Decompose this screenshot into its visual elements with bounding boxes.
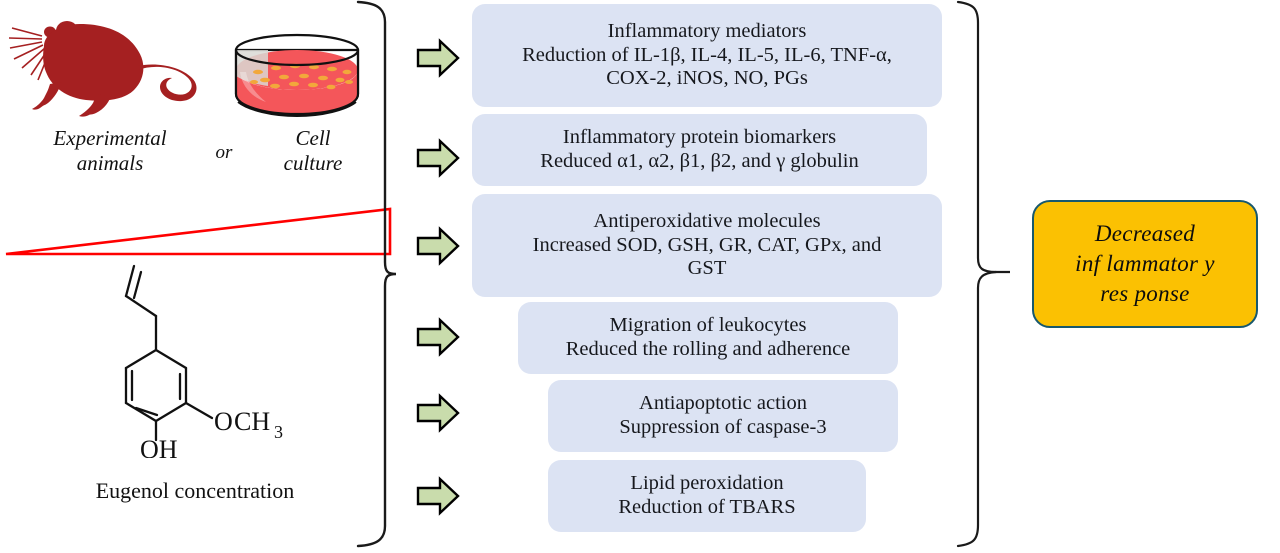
concentration-gradient-triangle-icon bbox=[0, 196, 400, 266]
pathway-box: Migration of leukocytes Reduced the roll… bbox=[518, 302, 898, 374]
or-label: or bbox=[215, 142, 233, 163]
left-grouping-brace bbox=[352, 0, 398, 548]
pathway-detail: Reduction of IL-1β, IL-4, IL-5, IL-6, TN… bbox=[522, 43, 892, 90]
eugenol-structure-icon: O CH 3 OH bbox=[100, 258, 320, 464]
right-arrow-icon bbox=[416, 393, 460, 433]
right-arrow-icon bbox=[416, 317, 460, 357]
pathway-title: Antiperoxidative molecules bbox=[593, 209, 821, 232]
outcome-box: Decreased inf lammator y res ponse bbox=[1032, 200, 1258, 328]
svg-text:CH: CH bbox=[234, 407, 270, 436]
pathway-detail: Increased SOD, GSH, GR, CAT, GPx, and GS… bbox=[532, 233, 882, 280]
right-arrow-icon bbox=[416, 226, 460, 266]
outcome-label: Decreased inf lammator y res ponse bbox=[1075, 221, 1215, 306]
pathway-detail: Reduction of TBARS bbox=[618, 496, 796, 518]
experimental-animals-label: Experimental animals bbox=[53, 126, 167, 175]
hydroxyl-label: OH bbox=[140, 435, 178, 458]
pathway-detail: Reduced the rolling and adherence bbox=[565, 338, 851, 360]
pathway-box: Antiperoxidative molecules Increased SOD… bbox=[472, 194, 942, 297]
eugenol-concentration-label: Eugenol concentration bbox=[95, 478, 295, 503]
pathway-box: Lipid peroxidation Reduction of TBARS bbox=[548, 460, 866, 532]
right-arrow-icon bbox=[416, 138, 460, 178]
petri-dish-icon bbox=[232, 32, 362, 120]
pathway-title: Migration of leukocytes bbox=[609, 314, 807, 337]
pathway-title: Inflammatory protein biomarkers bbox=[562, 126, 837, 149]
right-grouping-brace bbox=[948, 0, 1012, 548]
pathway-title: Antiapoptotic action bbox=[639, 392, 807, 415]
pathway-box: Inflammatory protein biomarkers Reduced … bbox=[472, 114, 927, 186]
pathway-detail: Suppression of caspase-3 bbox=[619, 416, 827, 438]
pathway-title: Inflammatory mediators bbox=[607, 19, 807, 42]
mouse-icon bbox=[4, 10, 214, 120]
pathway-box: Inflammatory mediators Reduction of IL-1… bbox=[472, 4, 942, 107]
cell-culture-label: Cell culture bbox=[283, 126, 343, 175]
right-arrow-icon bbox=[416, 38, 460, 78]
right-arrow-icon bbox=[416, 476, 460, 516]
pathway-title: Lipid peroxidation bbox=[630, 472, 784, 495]
pathway-box: Antiapoptotic action Suppression of casp… bbox=[548, 380, 898, 452]
svg-text:3: 3 bbox=[274, 422, 283, 442]
pathway-detail: Reduced α1, α2, β1, β2, and γ globulin bbox=[540, 150, 859, 172]
methoxy-label: O bbox=[214, 407, 233, 436]
